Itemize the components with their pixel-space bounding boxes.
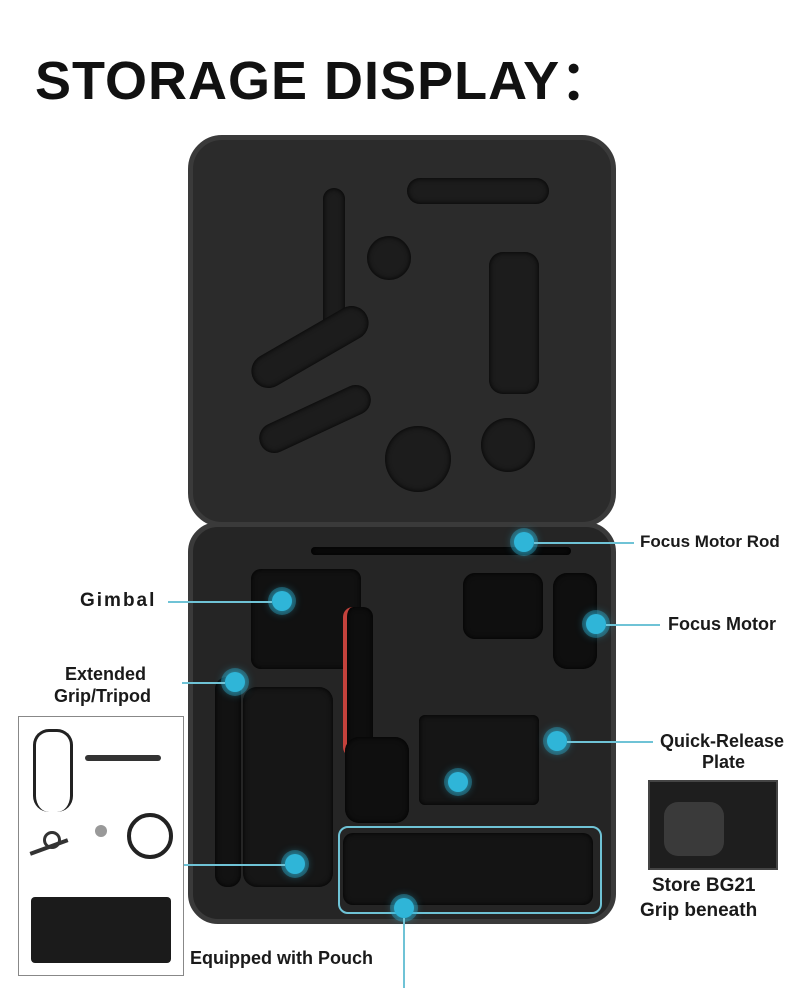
foam-cutout-bar-diagonal (254, 380, 376, 458)
focus-motor-marker (586, 614, 606, 634)
foam-cutout-circle-small (367, 236, 411, 280)
extended-grip-label-line1: Extended (65, 664, 147, 684)
store-bg21-label-line1: Store BG21 (652, 875, 756, 896)
bg21-grip (664, 802, 724, 856)
pouch (31, 897, 171, 963)
gimbal-line (168, 601, 272, 603)
screw (95, 825, 107, 837)
focus-motor-rod-line (534, 542, 634, 544)
gimbal-arm (343, 607, 373, 757)
foam-cutout-handle (323, 188, 345, 338)
quick-release-marker (547, 731, 567, 751)
focus-motor-line (606, 624, 660, 626)
ring-mount (127, 813, 173, 859)
gimbal-marker (272, 591, 292, 611)
bg21-grip-inset (648, 780, 778, 870)
gimbal-body (251, 569, 361, 669)
gimbal-motor-bottom (345, 737, 409, 823)
grip-marker (394, 898, 414, 918)
foam-cutout-bar-top (407, 178, 549, 204)
gimbal-label: Gimbal (80, 590, 157, 611)
extended-grip-label-line2: Grip/Tripod (54, 686, 151, 706)
quick-release-label-line2: Plate (702, 752, 746, 772)
cable (33, 729, 73, 812)
foam-cutout-arm (245, 299, 375, 395)
extended-grip-marker (225, 672, 245, 692)
store-bg21-label-line2: Grip beneath (640, 900, 758, 921)
gimbal-motor-top (463, 573, 543, 639)
foam-cutout-circle-large (385, 426, 451, 492)
mini-tripod (25, 821, 73, 861)
extended-grip-line (182, 682, 225, 684)
quick-release-plate (419, 715, 539, 805)
focus-motor-rod (311, 547, 571, 555)
foam-cutout-circle-medium (481, 418, 535, 472)
accessories-inset (18, 716, 184, 976)
tripod-in-case (215, 677, 241, 887)
pouch-label: Equipped with Pouch (190, 948, 373, 968)
grip-line (403, 918, 405, 988)
pouch-in-case (243, 687, 333, 887)
strap (85, 755, 161, 761)
grip-compartment (343, 833, 593, 905)
pouch-marker (285, 854, 305, 874)
case-lid (188, 135, 616, 527)
focus-motor-label: Focus Motor (668, 614, 776, 634)
plate-marker (448, 772, 468, 792)
focus-motor-rod-label: Focus Motor Rod (640, 532, 780, 551)
page-title: STORAGE DISPLAY： (35, 51, 616, 111)
focus-motor-rod-marker (514, 532, 534, 552)
case-base (188, 522, 616, 924)
grip-highlight-box (338, 826, 602, 914)
quick-release-label-line1: Quick-Release (660, 731, 785, 751)
foam-cutout-bar-vertical (489, 252, 539, 394)
pouch-line (182, 864, 285, 866)
quick-release-line (567, 741, 653, 743)
